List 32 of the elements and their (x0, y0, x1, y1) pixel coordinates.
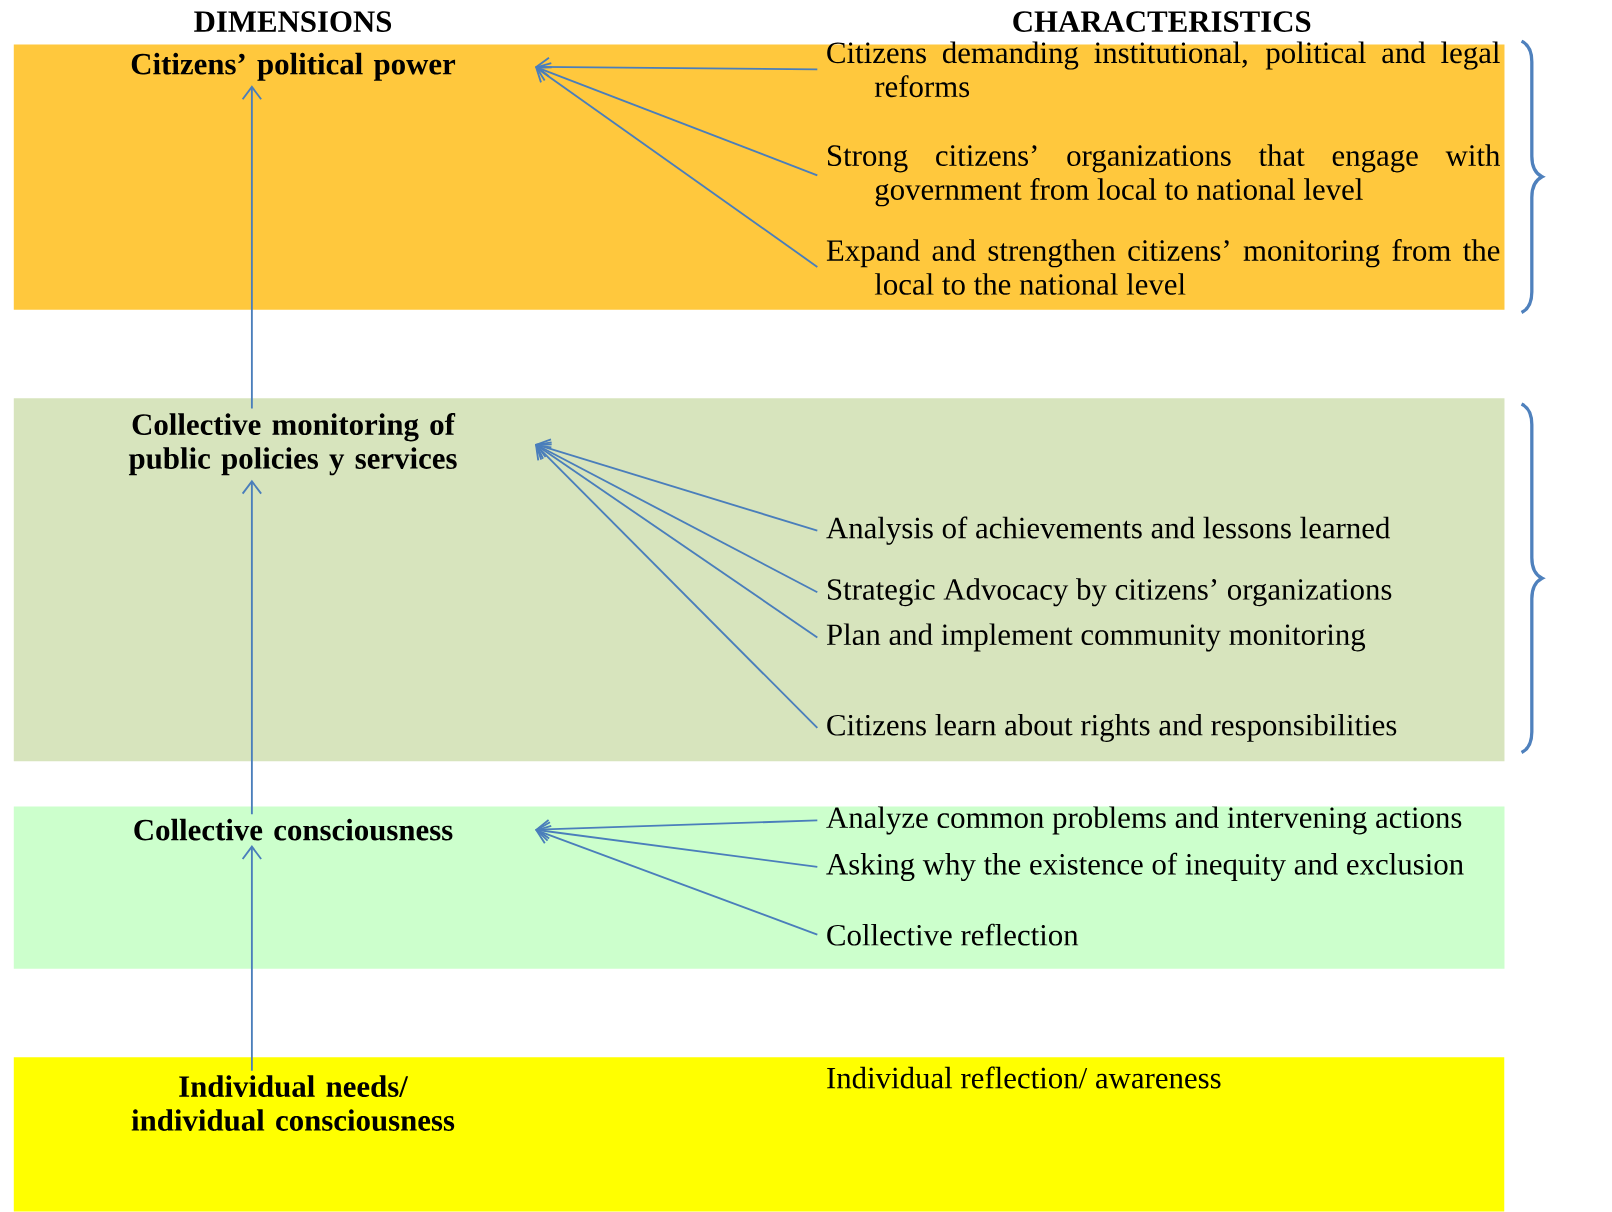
characteristic-text: Strategic Advocacy by citizens’ organizations (828, 578, 1392, 607)
arrow (241, 479, 263, 816)
dimension-label: Collective monitoring of public policies y services (128, 412, 457, 476)
arrow (535, 438, 819, 532)
band (13, 398, 1505, 762)
characteristic-text: Analysis of achievements and lessons learned (826, 516, 1391, 545)
arrow (535, 824, 819, 936)
characteristic-text: Analyze common problems and intervening actions (826, 806, 1462, 835)
characteristic-text: Collective reflection (827, 923, 1079, 946)
arrow (535, 821, 819, 868)
arrow (535, 66, 819, 268)
band (13, 806, 1505, 969)
characteristic-text: Expand and strengthen citizens’ monitoring from the local to the national level (826, 238, 1500, 295)
characteristic-text: Citizens learn about rights and responsibilities (827, 713, 1397, 742)
column-heading: CHARACTERISTICS (1013, 11, 1311, 32)
arrow (535, 819, 819, 840)
arrow (535, 62, 819, 177)
characteristic-text: Individual reflection/ awareness (827, 1066, 1221, 1089)
characteristic-text: Citizens demanding institutional, political and legal reforms (827, 41, 1500, 98)
characteristic-text: Asking why the existence of inequity and exclusion (826, 852, 1464, 881)
arrow (535, 444, 819, 729)
band (13, 1057, 1505, 1212)
dimension-label: Individual needs/ individual consciousness (131, 1075, 455, 1131)
dimension-label: Collective consciousness (134, 818, 453, 841)
characteristic-text: Plan and implement community monitoring (826, 623, 1366, 652)
arrow (535, 56, 819, 78)
arrow (241, 85, 263, 410)
dimension-label: Citizens’ political power (131, 52, 456, 81)
arrow (535, 443, 819, 639)
column-heading: DIMENSIONS (194, 11, 392, 32)
arrow (241, 845, 263, 1072)
characteristic-text: Strong citizens’ organizations that engage with government from local to national level (828, 144, 1500, 207)
